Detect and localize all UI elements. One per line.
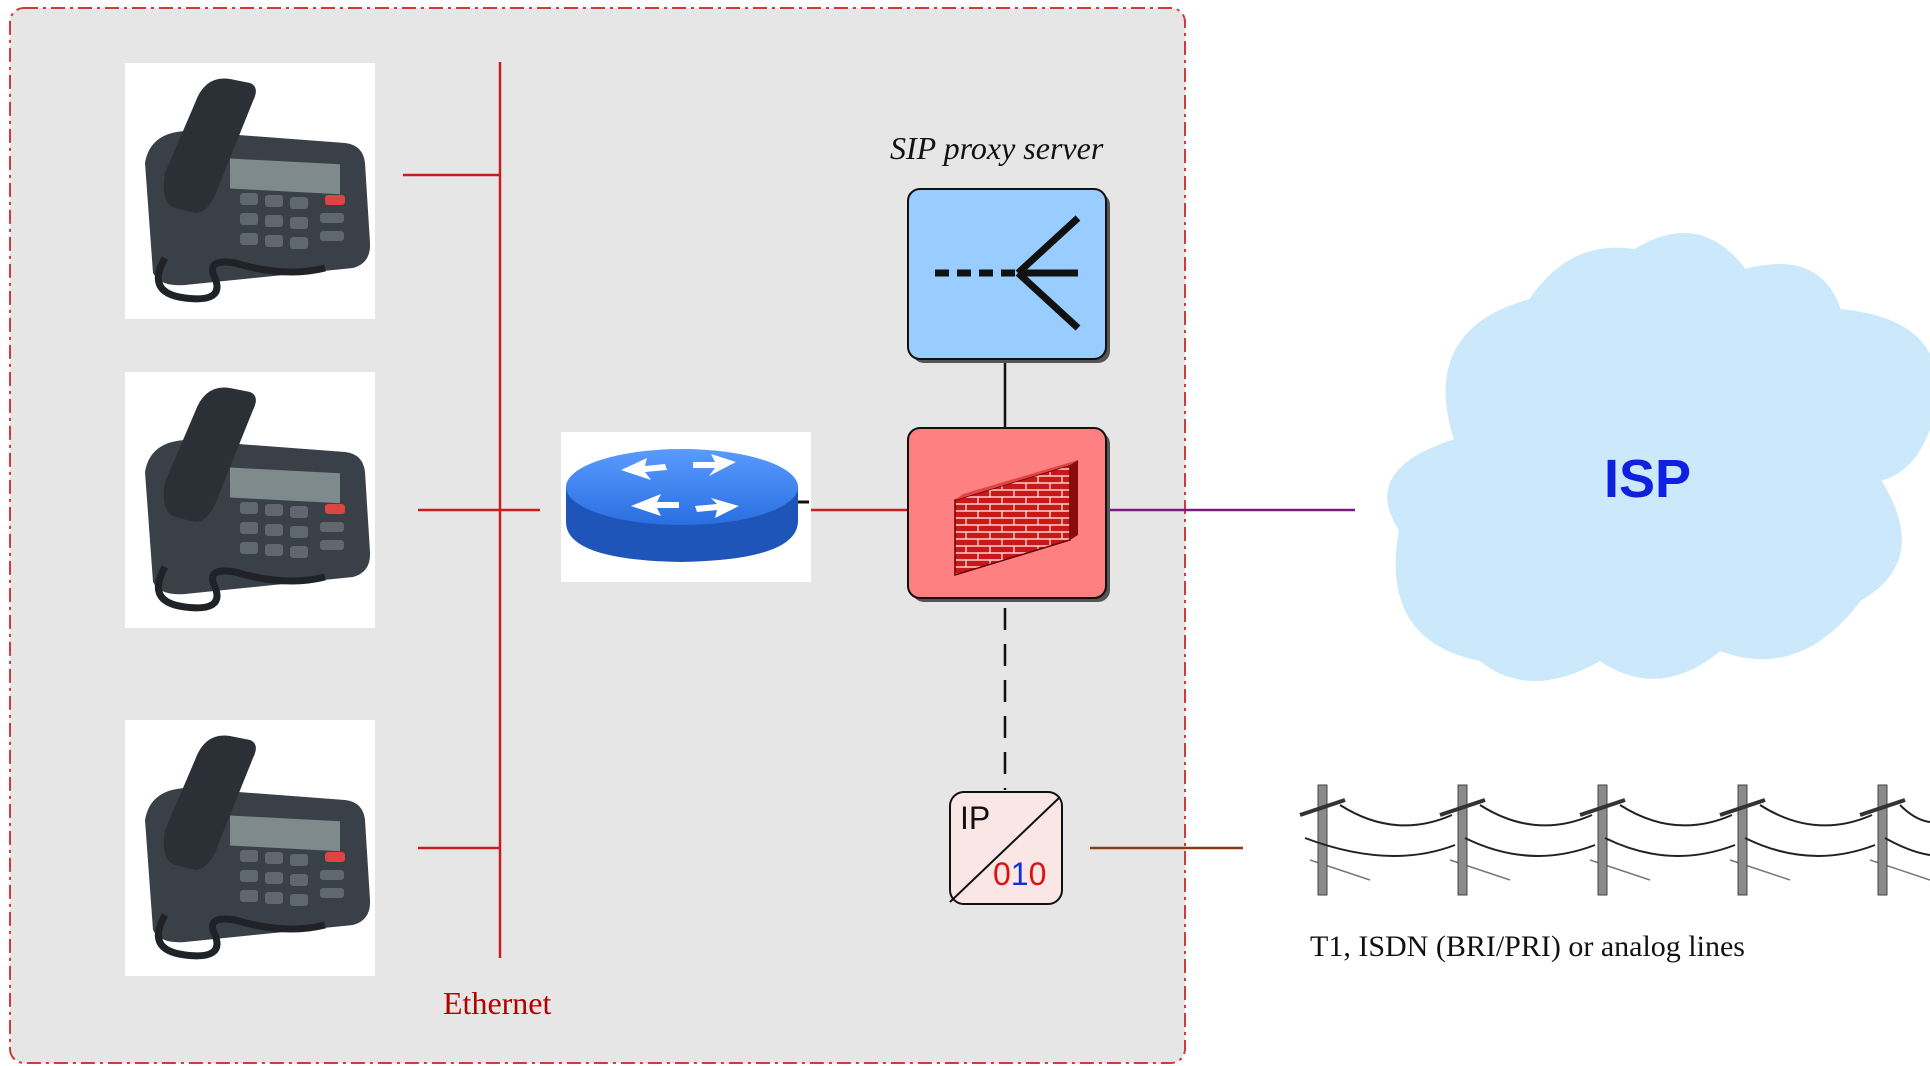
voip-gateway-icon bbox=[949, 791, 1063, 905]
telephone-lines-label: T1, ISDN (BRI/PRI) or analog lines bbox=[1310, 930, 1745, 963]
ethernet-label: Ethernet bbox=[443, 985, 552, 1021]
gateway-digit-0: 0 bbox=[993, 856, 1011, 892]
ip-phone-icon bbox=[125, 720, 375, 976]
gateway-digit-2: 0 bbox=[1028, 856, 1047, 892]
cloud-icon bbox=[1387, 233, 1930, 681]
gateway-ip-label: IP bbox=[960, 800, 991, 836]
router-icon bbox=[561, 432, 811, 582]
firewall-icon bbox=[907, 427, 1110, 602]
gateway-binary-label: 010 bbox=[993, 856, 1046, 893]
sip-proxy-label: SIP proxy server bbox=[890, 130, 1104, 166]
ethernet-bus bbox=[403, 62, 540, 958]
sip-proxy-icon bbox=[907, 188, 1110, 363]
gateway-digit-1: 1 bbox=[1010, 856, 1029, 892]
telephone-poles-icon bbox=[1299, 784, 1930, 896]
isp-label: ISP bbox=[1604, 449, 1692, 509]
ip-phone-icon bbox=[125, 372, 375, 628]
ip-phone-icon bbox=[125, 63, 375, 319]
